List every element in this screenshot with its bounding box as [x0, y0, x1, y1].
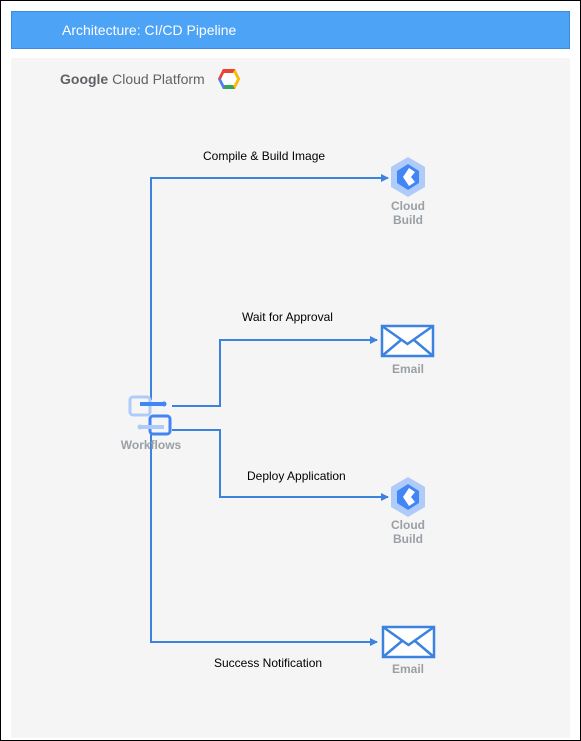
gcp-platform-label: Google Cloud Platform	[60, 71, 205, 87]
connector-compile	[150, 174, 389, 400]
diagram-title: Architecture: CI/CD Pipeline	[62, 22, 237, 38]
email-label: Email	[391, 362, 424, 376]
email-label: Email	[391, 662, 424, 676]
title-bar: Architecture: CI/CD Pipeline	[11, 11, 570, 49]
edge-label-compile: Compile & Build Image	[203, 149, 326, 163]
edge-label-approval: Wait for Approval	[242, 310, 333, 324]
cloud-build-label: Cloud Build	[368, 199, 448, 227]
cloud-build-icon	[391, 157, 425, 197]
gcp-logo-icon	[218, 69, 240, 89]
connector-approval	[172, 336, 378, 407]
cloud-build-line1: Cloud	[391, 199, 425, 213]
gcp-canvas: Google Cloud Platform	[11, 58, 570, 738]
gcp-product: Cloud Platform	[112, 71, 205, 87]
email-icon	[380, 324, 435, 358]
cloud-build-icon	[391, 477, 425, 517]
workflows-label: Workflows	[120, 438, 182, 452]
connector-notify	[150, 434, 378, 646]
email-icon	[381, 625, 436, 659]
cloud-build-line2: Build	[393, 532, 423, 546]
edge-label-notify: Success Notification	[214, 656, 323, 670]
cloud-build-label: Cloud Build	[368, 518, 448, 546]
edge-label-deploy: Deploy Application	[247, 469, 346, 483]
cloud-build-line2: Build	[393, 213, 423, 227]
connector-deploy	[172, 429, 389, 501]
gcp-brand: Google	[60, 71, 109, 87]
cloud-build-line1: Cloud	[391, 518, 425, 532]
workflows-icon	[128, 395, 172, 436]
